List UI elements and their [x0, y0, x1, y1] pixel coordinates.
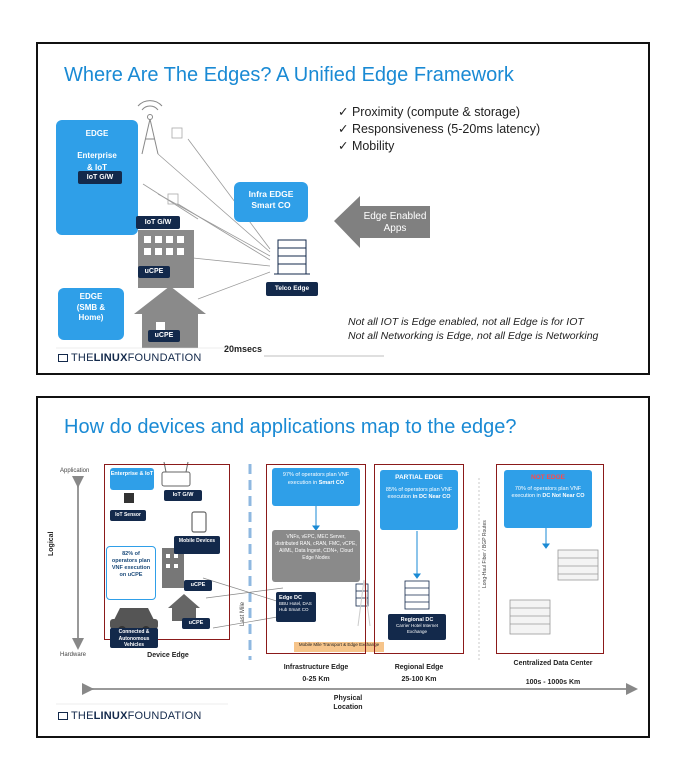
slide2-title: How do devices and applications map to t… — [64, 416, 517, 438]
ucpe-vnf-callout: 82% of operators plan VNF execution on u… — [106, 546, 156, 600]
checklist-item: ✓ Proximity (compute & storage) — [338, 105, 521, 119]
telco-edge-tag: Telco Edge — [266, 282, 318, 296]
physical-location-label: Physical Location — [333, 695, 363, 711]
regional-dc-box: Regional DC Carrier Hotel Internet Excha… — [388, 614, 446, 640]
lf-mark-icon — [58, 354, 68, 362]
slide1-title: Where Are The Edges? A Unified Edge Fram… — [64, 64, 514, 86]
central-dc-region — [496, 464, 604, 654]
latency-label: 20msecs — [224, 344, 263, 354]
iot-edge-note: Not all IOT is Edge enabled, not all Edg… — [348, 316, 584, 328]
server-rack-icon — [509, 549, 599, 635]
slide-devices-map-to-edge: How do devices and applications map to t… — [36, 396, 650, 738]
partial-edge-box: PARTIAL EDGE 85% of operators plan VNF e… — [380, 470, 458, 530]
regional-edge-label: Regional Edge — [394, 664, 444, 671]
server-rack-icon — [404, 580, 430, 610]
axis-logical-label: Logical — [48, 531, 55, 556]
enterprise-iot-box: Enterprise & IoT — [110, 468, 154, 490]
connected-vehicles-tag: Connected & Autonomous Vehicles — [110, 628, 158, 648]
linux-foundation-logo: THELINUXFOUNDATION — [58, 352, 202, 364]
infra-edge-smart-co-box: Infra EDGE Smart CO — [234, 182, 308, 222]
not-edge-box: NOT EDGE 70% of operators plan VNF execu… — [504, 470, 592, 528]
infrastructure-edge-range: 0-25 Km — [302, 676, 330, 683]
house-icon — [168, 594, 200, 621]
regional-edge-region — [374, 464, 464, 654]
infrastructure-edge-region — [266, 464, 366, 654]
device-edge-region — [104, 464, 230, 640]
connection-lines — [56, 100, 430, 357]
map-axes — [56, 461, 638, 705]
axis-hardware-label: Hardware — [60, 652, 87, 658]
iot-sensor-tag: IoT Sensor — [110, 510, 146, 521]
edge-services-box: VNFs, vEPC, MEC Server, distributed RAN,… — [272, 530, 360, 582]
edge-enabled-apps-label: Edge Enabled Apps — [363, 211, 427, 234]
mobile-device-icon — [191, 511, 207, 533]
antenna-tower-icon — [137, 100, 163, 155]
checklist-item: ✓ Responsiveness (5-20ms latency) — [338, 122, 541, 136]
smart-co-vnf-callout: 97% of operators plan VNF execution in S… — [272, 468, 360, 506]
mobile-devices-tag: Mobile Devices — [174, 536, 220, 554]
transport-bar — [294, 642, 384, 652]
checklist-item: ✓ Mobility — [338, 139, 395, 153]
iot-gateway-tag: IoT G/W — [136, 216, 180, 229]
edge-smb-home-box: EDGE (SMB & Home) — [58, 288, 124, 340]
regional-edge-range: 25-100 Km — [401, 676, 437, 683]
device-icon — [171, 127, 183, 139]
server-rack-icon — [274, 239, 310, 275]
central-dc-range: 100s - 1000s Km — [525, 679, 581, 686]
router-icon — [161, 461, 191, 487]
transport-label: Mobile Mile Transport & Edge Exchange — [298, 642, 380, 647]
iot-gateway-tag: IoT G/W — [78, 171, 122, 184]
central-dc-label: Centralized Data Center — [513, 660, 593, 667]
office-building-icon — [162, 548, 184, 588]
device-edge-label: Device Edge — [147, 652, 189, 659]
last-mile-label: Last Mile — [240, 601, 246, 626]
iot-gateway-tag: IoT G/W — [164, 490, 202, 501]
ucpe-tag: uCPE — [182, 618, 210, 629]
infrastructure-edge-label: Infrastructure Edge — [283, 664, 349, 671]
edge-enabled-apps-arrow — [334, 196, 430, 248]
axis-application-label: Application — [60, 468, 90, 474]
linux-foundation-logo: THELINUXFOUNDATION — [58, 710, 202, 722]
ucpe-tag: uCPE — [148, 330, 180, 342]
slide-unified-edge-framework: Where Are The Edges? A Unified Edge Fram… — [36, 42, 650, 375]
ucpe-tag: uCPE — [184, 580, 212, 591]
device-icon — [167, 193, 179, 205]
edge-properties-list: ✓ Proximity (compute & storage) ✓ Respon… — [338, 104, 540, 155]
office-building-icon — [138, 230, 194, 288]
networking-edge-note: Not all Networking is Edge, not all Edge… — [348, 330, 599, 342]
edge-dc-box: Edge DC BBU Hotel, DAS Hub Smart CO — [276, 592, 316, 622]
ucpe-tag: uCPE — [138, 266, 170, 278]
lf-mark-icon — [58, 712, 68, 720]
long-haul-label: Long-Haul Fiber / BGP Routes — [482, 520, 488, 588]
iot-sensor-icon — [124, 493, 134, 503]
